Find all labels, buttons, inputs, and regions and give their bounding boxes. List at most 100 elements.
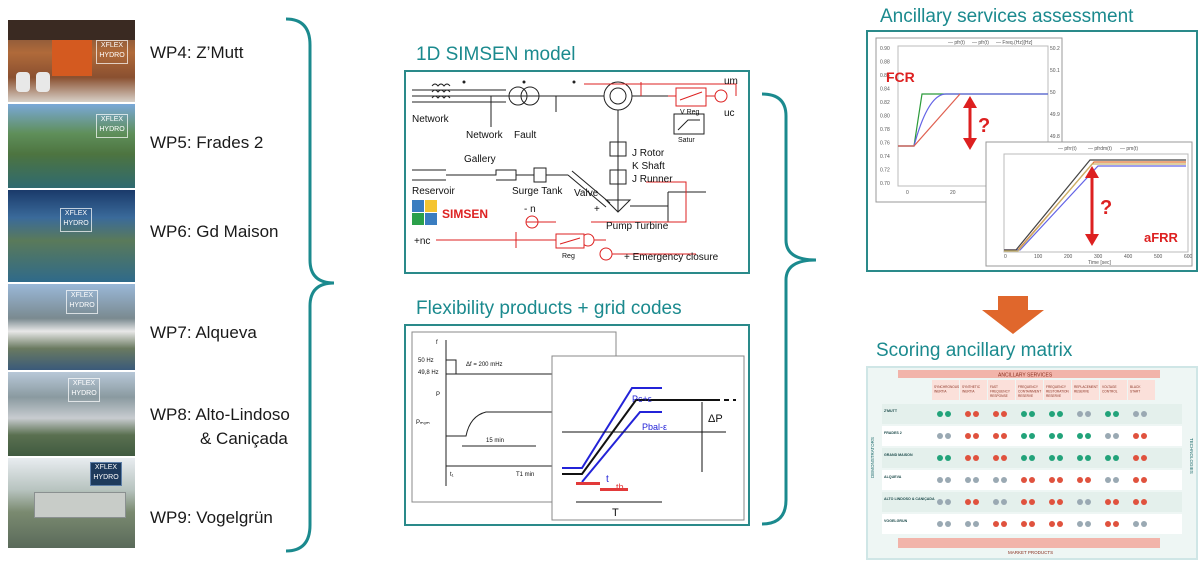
matrix-row-label: GRAND MAISON — [884, 453, 913, 457]
lbl-satur: Satur — [678, 137, 695, 144]
matrix-score-dot — [1001, 477, 1007, 483]
chart1-ytick-right: 50.2 — [1050, 46, 1060, 52]
chart1-ytick: 0.84 — [880, 87, 890, 93]
chart2-xtick: 400 — [1124, 254, 1133, 260]
matrix-col-header-bg — [1016, 380, 1043, 400]
matrix-score-dot — [1105, 411, 1111, 417]
matrix-col-header: FREQUENCY — [1018, 385, 1039, 389]
matrix-score-dot — [1141, 433, 1147, 439]
chart1-ytick: 0.72 — [880, 168, 890, 174]
matrix-side: DEMONSTRATORS — [870, 437, 875, 478]
afrr-label: aFRR — [1144, 230, 1179, 245]
chart2-xtick: 500 — [1154, 254, 1163, 260]
lbl-t1: t₁ — [450, 472, 454, 478]
matrix-score-dot — [945, 499, 951, 505]
lbl-pc-plus: Pc+ε — [632, 394, 652, 404]
matrix-score-dot — [1141, 455, 1147, 461]
matrix-score-dot — [993, 521, 999, 527]
matrix-score-dot — [945, 433, 951, 439]
matrix-score-dot — [1077, 455, 1083, 461]
matrix-score-dot — [1049, 433, 1055, 439]
lbl-plus: + — [594, 204, 600, 215]
matrix-score-dot — [1057, 499, 1063, 505]
legend2-b: — pfrdm(t) — [1088, 146, 1112, 152]
matrix-score-dot — [1133, 455, 1139, 461]
matrix-score-dot — [1029, 411, 1035, 417]
wp8-label-line2: & Caniçada — [200, 429, 288, 448]
matrix-score-dot — [1049, 521, 1055, 527]
matrix-score-dot — [993, 433, 999, 439]
matrix-col-header-bg — [960, 380, 987, 400]
chart2-xtick: 600 — [1184, 254, 1193, 260]
ancillary-charts: 0.900.880.860.840.820.800.780.760.740.72… — [875, 37, 1193, 267]
chart1-ytick-right: 50 — [1050, 90, 1056, 96]
matrix-score-dot — [1113, 521, 1119, 527]
lbl-network2: Network — [466, 130, 504, 141]
matrix-row-label: Z'MUTT — [884, 409, 898, 413]
matrix-col-header: VOLTAGE — [1102, 385, 1117, 389]
matrix-score-dot — [1001, 455, 1007, 461]
matrix-score-dot — [1113, 455, 1119, 461]
matrix-score-dot — [973, 433, 979, 439]
lbl-j-runner: J Runner — [632, 174, 673, 185]
matrix-score-dot — [965, 521, 971, 527]
matrix-col-header-bg — [1072, 380, 1099, 400]
chart2-xtick: 300 — [1094, 254, 1103, 260]
matrix-score-dot — [1113, 477, 1119, 483]
wp6-label: WP6: Gd Maison — [150, 222, 279, 241]
legend2-a: — pfrr(t) — [1058, 146, 1077, 152]
chart1-ytick: 0.70 — [880, 181, 890, 187]
matrix-score-dot — [937, 477, 943, 483]
matrix-score-dot — [1021, 433, 1027, 439]
chart1-ytick: 0.88 — [880, 60, 890, 66]
matrix-score-dot — [965, 411, 971, 417]
matrix-score-dot — [937, 433, 943, 439]
matrix-col-header-bg — [1044, 380, 1071, 400]
matrix-score-dot — [937, 455, 943, 461]
matrix-side2: TECHNOLOGIES — [1189, 438, 1194, 474]
matrix-score-dot — [1077, 477, 1083, 483]
lbl-tt: T1 min — [516, 472, 534, 478]
matrix-score-dot — [1021, 411, 1027, 417]
ancillary-title: Ancillary services assessment — [880, 6, 1134, 27]
matrix-score-dot — [1049, 411, 1055, 417]
matrix-score-dot — [1085, 433, 1091, 439]
matrix-col-header-bg — [1128, 380, 1155, 400]
matrix-score-dot — [1133, 477, 1139, 483]
matrix-row-label: ALQUEVA — [884, 475, 902, 479]
lbl-p-axis: P — [436, 392, 440, 398]
matrix-score-dot — [1029, 477, 1035, 483]
lbl-reservoir: Reservoir — [412, 186, 455, 197]
chart2-xtick: 100 — [1034, 254, 1043, 260]
matrix-score-dot — [973, 455, 979, 461]
lbl-surge-tank: Surge Tank — [512, 186, 563, 197]
legend1-c: — Freq.(Hz)[Hz] — [996, 40, 1033, 46]
flex-panel: 50 Hz 49,8 Hz Δf = 200 mHz f P Pₘₒₘ 15 m… — [404, 324, 750, 526]
fcr-label: FCR — [886, 69, 915, 85]
chart2-xlabel: Time [sec] — [1088, 260, 1111, 266]
wp4-label: WP4: Z’Mutt — [150, 43, 244, 62]
matrix-score-dot — [993, 499, 999, 505]
lbl-valve: Valve — [574, 188, 599, 199]
matrix-score-dot — [1105, 521, 1111, 527]
matrix-score-dot — [993, 411, 999, 417]
chart1-ytick: 0.78 — [880, 127, 890, 133]
lbl-pbal-minus: Pbal-ε — [642, 422, 667, 432]
matrix-header: ANCILLARY SERVICES — [998, 373, 1053, 379]
lbl-t15: 15 min — [486, 438, 504, 444]
matrix-col-header: RESPONSE — [990, 394, 1008, 398]
matrix-score-dot — [1057, 455, 1063, 461]
matrix-score-dot — [937, 411, 943, 417]
lbl-minus-n: - n — [524, 204, 536, 215]
matrix-score-dot — [973, 411, 979, 417]
matrix-score-dot — [937, 521, 943, 527]
matrix-col-header: RESERVE — [1046, 394, 1061, 398]
lbl-network: Network — [412, 114, 450, 125]
matrix-score-dot — [1077, 433, 1083, 439]
matrix-score-dot — [1085, 499, 1091, 505]
simsen-diagram: SIMSEN Network Network Fault Gallery Res… — [412, 76, 738, 263]
afrr-question: ? — [1100, 197, 1112, 219]
matrix-score-dot — [945, 521, 951, 527]
